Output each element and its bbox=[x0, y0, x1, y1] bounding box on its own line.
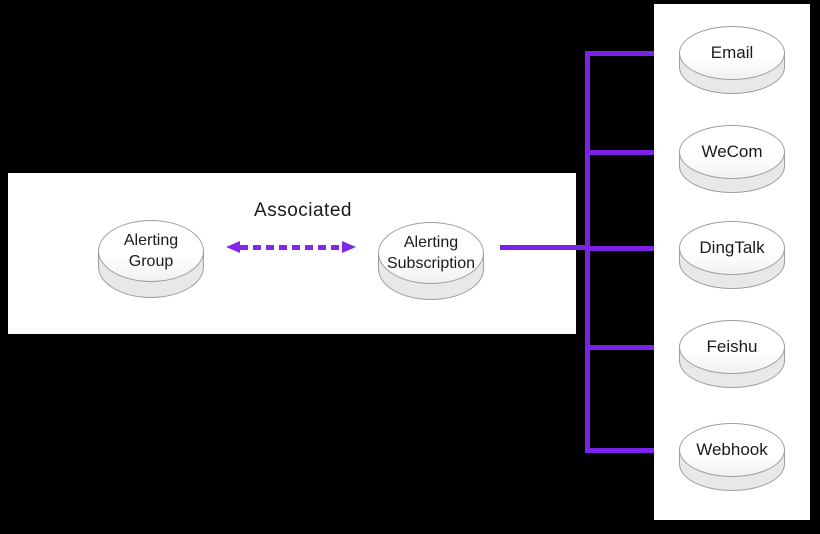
node-alerting-subscription: Alerting Subscription bbox=[378, 222, 484, 300]
branch-line-webhook bbox=[585, 448, 660, 453]
node-label: DingTalk bbox=[699, 238, 765, 257]
node-email: Email bbox=[679, 26, 785, 94]
cylinder-face: Feishu bbox=[679, 320, 785, 374]
cylinder-face: Webhook bbox=[679, 423, 785, 477]
node-feishu: Feishu bbox=[679, 320, 785, 388]
node-dingtalk: DingTalk bbox=[679, 221, 785, 289]
arrowhead-right-icon bbox=[342, 241, 356, 253]
node-wecom: WeCom bbox=[679, 125, 785, 193]
node-label-line1: Alerting bbox=[123, 232, 179, 249]
branch-line-wecom bbox=[585, 150, 660, 155]
node-label: Feishu bbox=[706, 337, 758, 356]
association-label: Associated bbox=[254, 200, 352, 221]
node-label-line2: Group bbox=[128, 253, 174, 270]
cylinder-face: Email bbox=[679, 26, 785, 80]
node-label: Webhook bbox=[696, 440, 768, 459]
node-label-line2: Subscription bbox=[386, 255, 476, 272]
cylinder-face: Alerting Group bbox=[98, 220, 204, 282]
alerting-panel: Alerting Group Associated Alerting Subsc… bbox=[8, 173, 576, 334]
node-alerting-group: Alerting Group bbox=[98, 220, 204, 298]
cylinder-face: WeCom bbox=[679, 125, 785, 179]
branch-line-dingtalk bbox=[585, 246, 660, 251]
channels-panel: Email WeCom DingTalk Feishu Webhook bbox=[654, 4, 810, 520]
arrowhead-left-icon bbox=[226, 241, 240, 253]
branch-line-email bbox=[585, 51, 660, 56]
associated-dashed-line bbox=[240, 245, 342, 250]
distribution-trunk-line bbox=[585, 51, 590, 453]
node-label: Email bbox=[710, 43, 754, 62]
node-label-line1: Alerting bbox=[403, 234, 459, 251]
branch-line-feishu bbox=[585, 345, 660, 350]
cylinder-face: Alerting Subscription bbox=[378, 222, 484, 284]
subscription-to-trunk-line bbox=[500, 245, 588, 250]
node-webhook: Webhook bbox=[679, 423, 785, 491]
node-label: WeCom bbox=[701, 142, 763, 161]
cylinder-face: DingTalk bbox=[679, 221, 785, 275]
